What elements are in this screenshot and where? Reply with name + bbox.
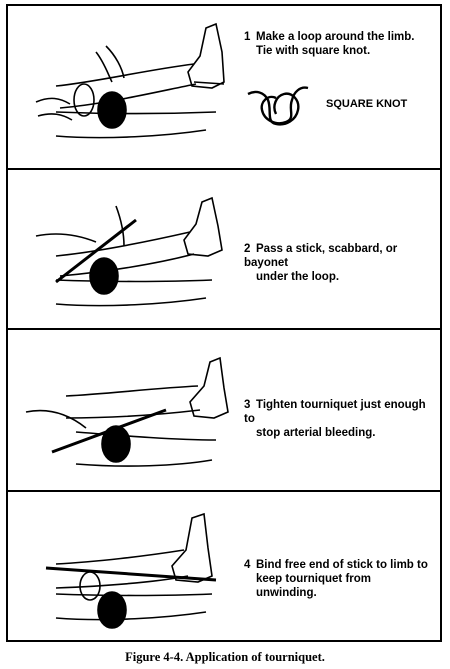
figure-frame: 1 Make a loop around the limb. Tie with s… [6,4,442,642]
square-knot-label: SQUARE KNOT [326,98,408,110]
step-1-text: 1 Make a loop around the limb. Tie with s… [244,30,434,58]
square-knot-diagram [246,76,310,132]
step-2-illustration [16,176,236,324]
step-1-panel: 1 Make a loop around the limb. Tie with s… [8,6,440,168]
step-number: 3 [244,399,251,411]
figure-caption: Figure 4-4. Application of tourniquet. [125,650,325,664]
step-1-illustration [16,12,236,160]
step-line-1: Bind free end of stick to limb to [256,559,428,571]
step-line-1: Pass a stick, scabbard, or bayonet [244,243,398,269]
step-4-panel: 4 Bind free end of stick to limb to keep … [8,490,440,642]
step-line-1: Tighten tourniquet just enough to [244,399,426,425]
step-number: 4 [244,559,251,571]
step-line-2: stop arterial bleeding. [256,427,376,439]
step-line-2: Tie with square knot. [256,45,371,57]
step-line-1: Make a loop around the limb. [256,31,415,43]
step-line-2: keep tourniquet from unwinding. [256,573,372,599]
step-number: 2 [244,243,251,255]
step-line-2: under the loop. [256,271,340,283]
step-3-illustration [16,336,236,484]
step-4-illustration [16,498,236,646]
step-number: 1 [244,31,251,43]
step-4-text: 4 Bind free end of stick to limb to keep … [244,558,434,600]
